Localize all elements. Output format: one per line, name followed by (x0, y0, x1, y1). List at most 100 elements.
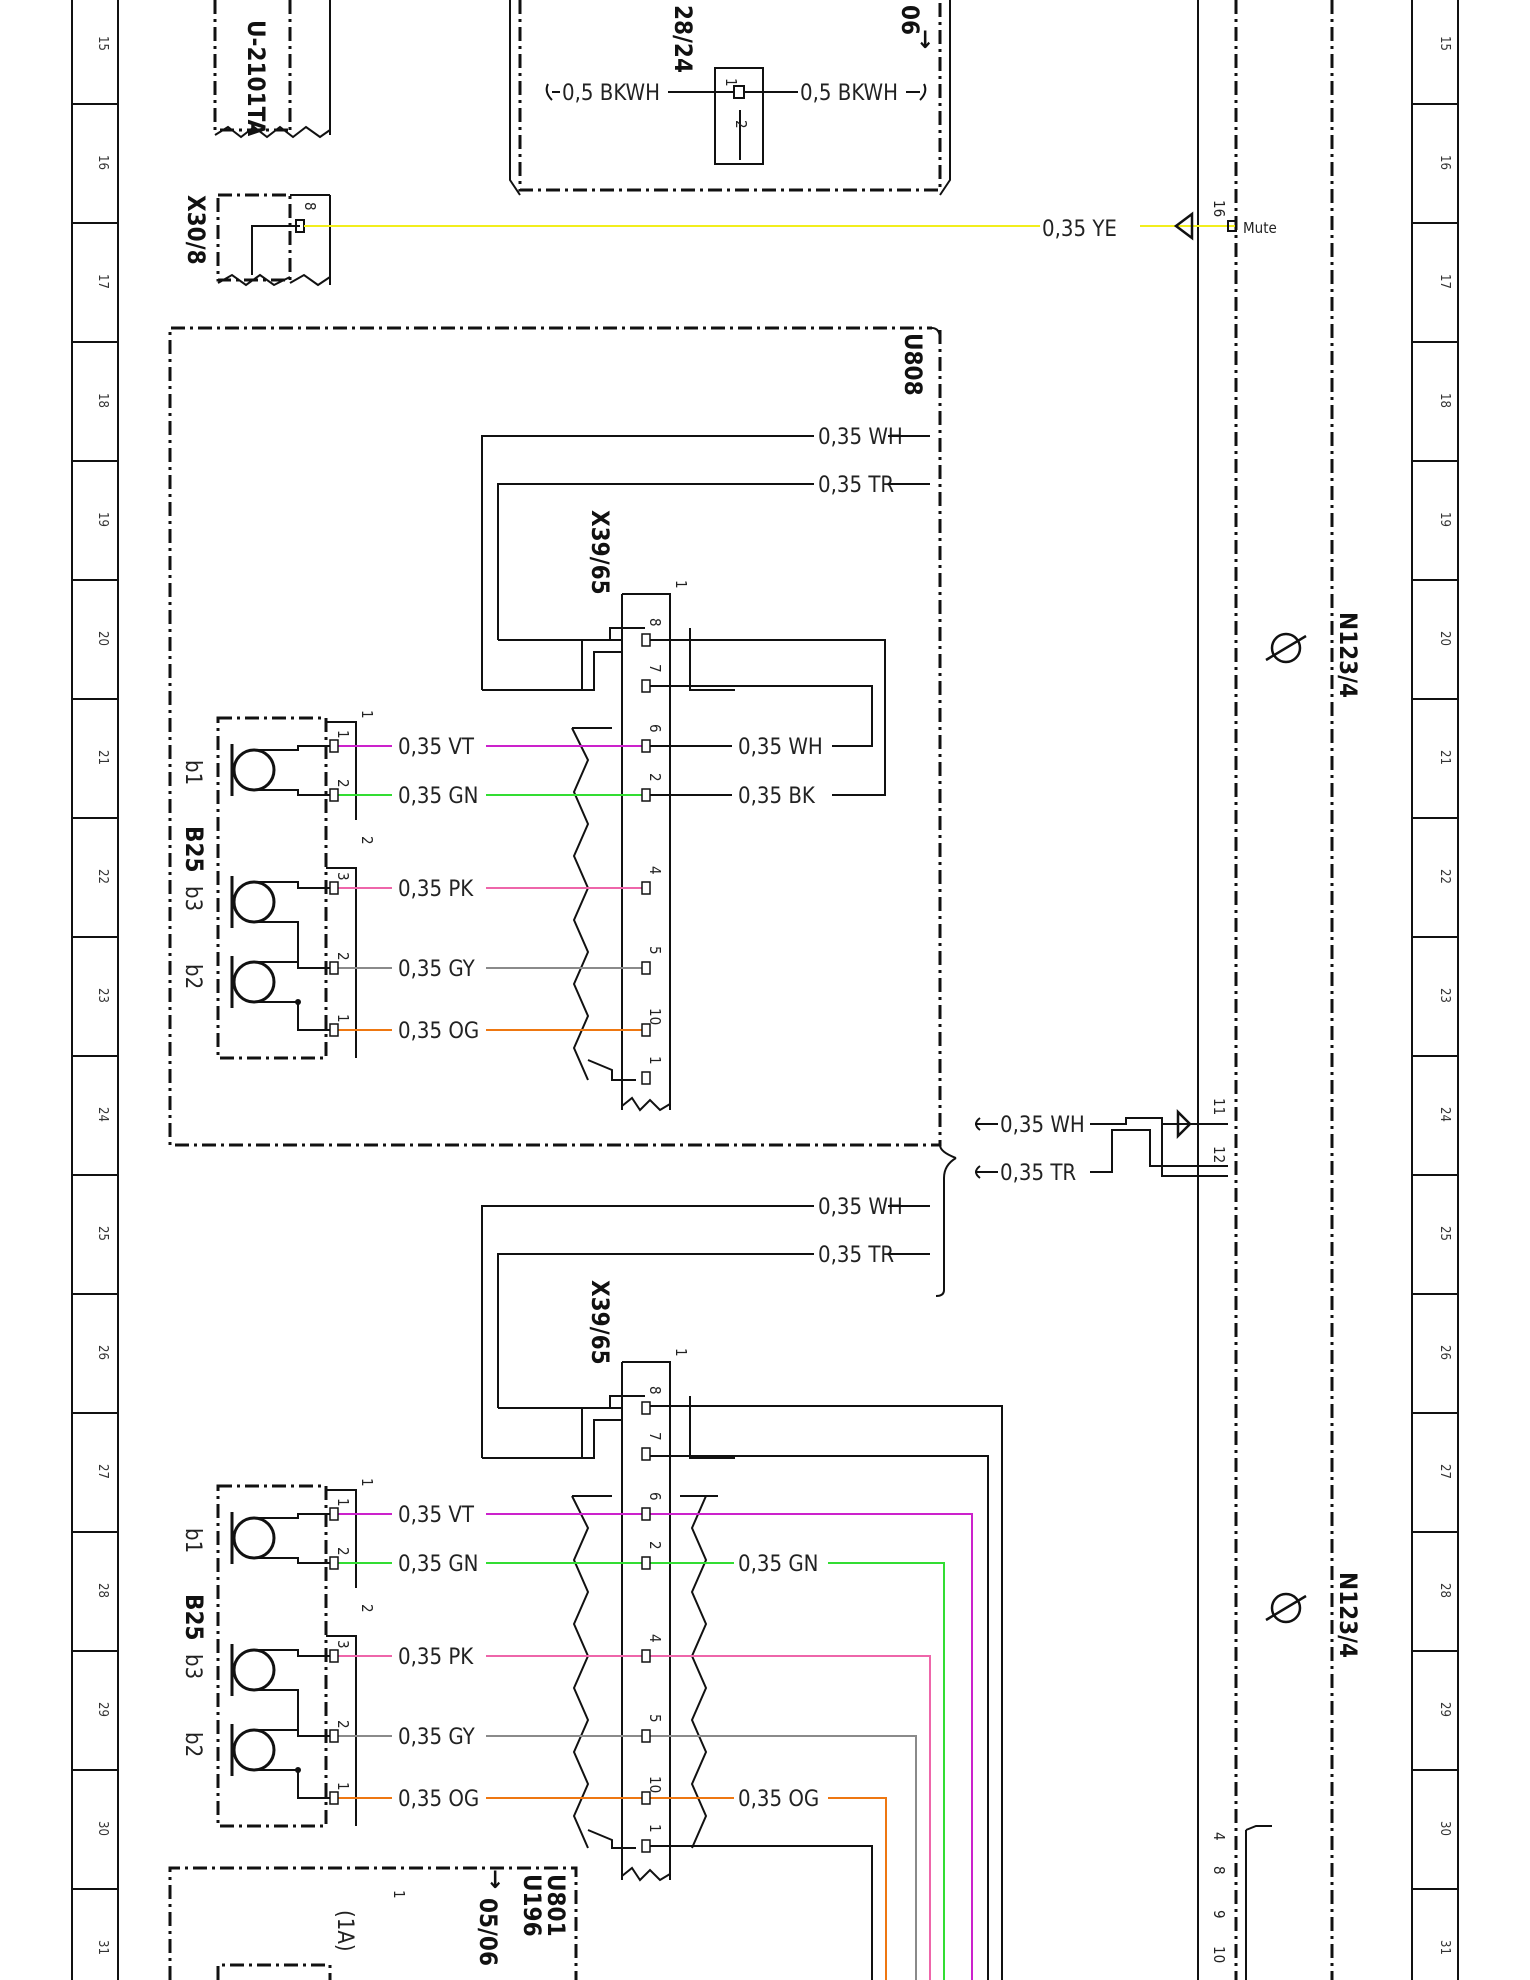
connector-pin (641, 881, 651, 895)
connector-pin (641, 1507, 651, 1521)
sensor-pin-number: 2 (334, 779, 352, 788)
n123-pin-12: 12 (1210, 1146, 1228, 1163)
mic-b2-wire-2 (254, 1001, 330, 1031)
grid-row-label-right: 19 (1437, 512, 1452, 527)
grid-row-label-right: 27 (1437, 1464, 1452, 1479)
grid-row-label-right: 28 (1437, 1583, 1452, 1598)
wire-vt-label: 0,35 VT (398, 1503, 475, 1528)
grid-row-label-left: 15 (95, 36, 110, 51)
connector-pin (641, 1071, 651, 1085)
grid-row-label-right: 16 (1437, 155, 1452, 170)
wire-pk-extension (650, 1655, 931, 1980)
wire-pk-label: 0,35 PK (398, 877, 474, 902)
connector-pin-number: 2 (646, 1541, 664, 1550)
grid-row-label-right: 18 (1437, 393, 1452, 408)
grid-row-label-left: 20 (95, 631, 110, 646)
connector-pin (641, 1401, 651, 1415)
connector-pin (641, 633, 651, 647)
connector-pin (641, 1447, 651, 1461)
microphone-b2-icon (232, 1728, 276, 1772)
connector-pin-number: 7 (646, 664, 664, 673)
x39-65-one-a: 1 (672, 580, 690, 589)
grid-row-label-left: 21 (95, 750, 110, 765)
connector-pin-number: 4 (646, 866, 664, 875)
sensor-pin (329, 1791, 339, 1805)
mic-b3-wire-1 (254, 1649, 330, 1657)
connector-pin (641, 739, 651, 753)
connector-pin (641, 788, 651, 802)
grid-row-label-left: 30 (95, 1821, 110, 1836)
connector-pin-number: 5 (646, 946, 664, 955)
ref-28-24-pin2: 2 (732, 120, 750, 129)
connector-pin-number: 7 (646, 1432, 664, 1441)
label-bg (734, 1784, 828, 1812)
n123-pin-16: 16 (1210, 200, 1228, 217)
connector-pin-number: 8 (646, 618, 664, 627)
u801-assembly: 0,35 WH 0,35 TR X39/65 1 B25 b1 b3 b2 1 … (180, 1194, 1003, 1980)
x39-65-label-a: X39/65 (586, 510, 614, 595)
sensor-two-b: 2 (358, 1604, 376, 1613)
x30-8-block: X30/8 8 (182, 193, 331, 287)
n123-4-labels: N123/4 N123/4 (1265, 612, 1362, 1658)
mute-label: Mute (1243, 219, 1277, 237)
grid-row-label-right: 25 (1437, 1226, 1452, 1241)
grid-row-label-left: 22 (95, 869, 110, 884)
grid-row-label-right: 23 (1437, 988, 1452, 1003)
ref-05-06-label: 05/06 (474, 1898, 502, 1966)
n123-tr-label: 0,35 TR (1000, 1161, 1076, 1186)
sensor-pin-number: 1 (334, 730, 352, 739)
connector-pin-number: 6 (646, 1492, 664, 1501)
ref-top-06-arrow: ↓ (916, 26, 934, 54)
sensor-pin (329, 1023, 339, 1037)
grid-row-label-left: 25 (95, 1226, 110, 1241)
junction-dot (295, 999, 301, 1005)
junction-dot (295, 1767, 301, 1773)
sensor-two-a: 2 (358, 836, 376, 845)
connector-pin-number: 2 (646, 773, 664, 782)
b3-label-b: b3 (180, 1654, 205, 1679)
n123-wh-tr: 0,35 WH 0,35 TR 11 12 (935, 1098, 1228, 1297)
grid-row-label-right: 15 (1437, 36, 1452, 51)
mic-b1-wire-1 (254, 1513, 330, 1519)
x39-65-label-b: X39/65 (586, 1280, 614, 1365)
u808-wh-label: 0,35 WH (818, 425, 903, 450)
n123-pin-11: 11 (1210, 1098, 1228, 1115)
u801-one-label: 1 (390, 1890, 408, 1899)
wire-right-label: 0,35 BK (738, 784, 816, 809)
mic-b1-wire-1 (254, 745, 330, 751)
wire-top-right-label: 0,5 BKWH (800, 81, 898, 106)
grid-row-label-right: 24 (1437, 1107, 1452, 1122)
connector-pin (641, 1649, 651, 1663)
connector-pin-number: 8 (646, 1386, 664, 1395)
pin-terminals (329, 633, 651, 1853)
u801-tr-label: 0,35 TR (818, 1243, 894, 1268)
label-bg (734, 1549, 828, 1577)
wire-og-right-label: 0,35 OG (738, 1787, 819, 1812)
ref-28-24-label: 28/24 (669, 5, 697, 73)
grid-row-label-left: 19 (95, 512, 110, 527)
sensor-pin (329, 881, 339, 895)
sensor-pin (329, 961, 339, 975)
connector-pin-number: 4 (646, 1634, 664, 1643)
wire-og-label: 0,35 OG (398, 1019, 479, 1044)
grid-row-label-left: 29 (95, 1702, 110, 1717)
bottom-pin-9: 9 (1210, 1910, 1228, 1919)
sensor-pin-number: 1 (334, 1782, 352, 1791)
grid-row-label-left: 24 (95, 1107, 110, 1122)
grid-row-label-left: 16 (95, 155, 110, 170)
mute-wire-label: 0,35 YE (1042, 217, 1117, 242)
u801-label: U801 (542, 1874, 570, 1937)
n123-4-label-b: N123/4 (1334, 1572, 1362, 1658)
mute-wire: 0,35 YE 16 Mute (304, 200, 1277, 242)
x30-8-pin-label: 8 (301, 202, 319, 211)
bottom-pin-4: 4 (1210, 1832, 1228, 1841)
wire-top-left-label: 0,5 BKWH (562, 81, 660, 106)
mic-b3-wire-1 (254, 881, 330, 889)
sensor-pin (329, 739, 339, 753)
sensor-pin-number: 1 (334, 1498, 352, 1507)
grid-row-label-right: 21 (1437, 750, 1452, 765)
sensor-pin (329, 1556, 339, 1570)
sensor-pin-number: 3 (334, 872, 352, 881)
wire-gy-label: 0,35 GY (398, 957, 476, 982)
